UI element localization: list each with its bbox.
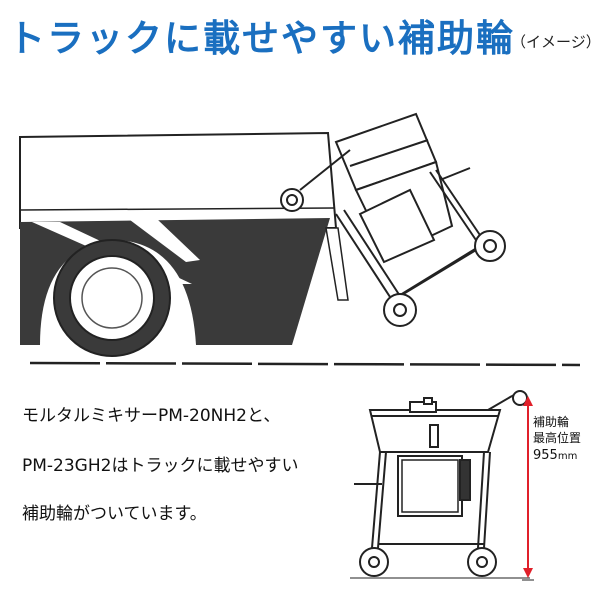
spec-number: 955: [533, 448, 558, 463]
description-line-2: PM-23GH2はトラックに載せやすい: [22, 456, 299, 476]
description-line-1: モルタルミキサーPM-20NH2と、: [22, 406, 281, 426]
image-note: （イメージ）: [511, 33, 600, 51]
spec-unit: mm: [557, 451, 578, 462]
spec-label-2: 最高位置: [533, 431, 582, 445]
mixer-standing: [350, 390, 530, 579]
height-arrow: [522, 396, 534, 581]
spec-label-1: 補助輪: [533, 415, 570, 429]
description-line-3: 補助輪がついています。: [22, 504, 207, 524]
truck-illustration: [19, 131, 581, 367]
spec-value: 955mm: [533, 448, 577, 464]
page-title: トラックに載せやすい補助輪: [8, 17, 515, 60]
mixer-tilted: [280, 112, 506, 327]
